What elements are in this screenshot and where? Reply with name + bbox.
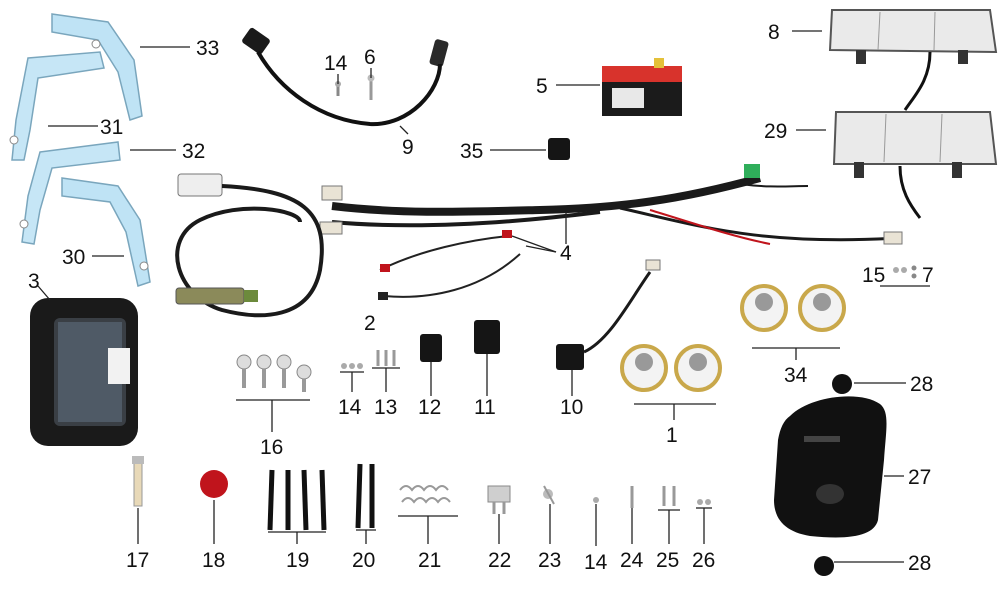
screw-set-14-mid (340, 363, 364, 373)
connector-22 (487, 485, 511, 514)
rubber-cap-28-bottom (814, 556, 834, 576)
callout-20: 20 (352, 549, 375, 572)
callout-2: 2 (364, 312, 376, 335)
callout-18: 18 (202, 549, 225, 572)
led-strip-32 (19, 141, 121, 245)
display-3 (30, 298, 138, 446)
fuel-cap-18 (200, 470, 228, 498)
wiring-harness-4 (319, 164, 903, 300)
callout-26: 26 (692, 549, 715, 572)
led-strip-33 (51, 13, 143, 121)
callout-28-bottom: 28 (908, 552, 931, 575)
leader-lines (37, 30, 906, 563)
tubes-19 (267, 469, 327, 531)
callout-5: 5 (536, 75, 548, 98)
callout-25: 25 (656, 549, 679, 572)
lamp-pair-35 (740, 284, 846, 349)
relay-12 (420, 334, 442, 396)
callout-23: 23 (538, 549, 561, 572)
callout-24: 24 (620, 549, 644, 572)
screw-14-bottom (593, 497, 599, 503)
screw-6 (367, 74, 375, 100)
callout-8: 8 (768, 21, 780, 44)
callout-30: 30 (62, 246, 85, 269)
callout-28-top: 28 (910, 373, 933, 396)
callout-labels: 33 31 32 30 3 14 6 9 5 35 8 29 4 2 15 7 … (28, 21, 934, 575)
ignition-coil-9 (242, 27, 449, 127)
callout-6: 6 (364, 46, 376, 69)
screw-set-16 (236, 354, 312, 401)
relay-10 (556, 259, 661, 396)
sensor-2 (175, 173, 324, 318)
callout-21: 21 (418, 549, 441, 572)
clip-23 (543, 485, 555, 505)
callout-17: 17 (126, 549, 149, 572)
callout-9: 9 (402, 136, 414, 159)
callout-14-bottom: 14 (584, 551, 608, 574)
screw-set-13 (372, 350, 400, 369)
callout-29: 29 (764, 120, 787, 143)
callout-35: 34 (784, 364, 808, 387)
relay-11 (474, 320, 500, 396)
callout-10: 10 (560, 396, 583, 419)
led-strip-31 (9, 51, 105, 161)
callout-14-top: 14 (324, 52, 348, 75)
callout-4: 4 (560, 242, 572, 265)
housing-27 (774, 396, 887, 538)
part-17 (132, 456, 144, 507)
battery-5 (602, 58, 682, 116)
rubber-cap-28-top (832, 374, 852, 394)
callout-11: 11 (474, 396, 496, 419)
module-34 (548, 138, 570, 160)
lamp-pair-1 (620, 344, 722, 405)
callout-12: 12 (418, 396, 441, 419)
callout-34: 35 (460, 140, 483, 163)
callout-1: 1 (666, 424, 678, 447)
callout-33: 33 (196, 37, 219, 60)
callout-16: 16 (260, 436, 283, 459)
callout-31: 31 (100, 116, 123, 139)
callout-19: 19 (286, 549, 309, 572)
lamp-8 (828, 9, 998, 111)
callout-15: 15 (862, 264, 885, 287)
lamp-29 (832, 111, 998, 219)
callout-3: 3 (28, 270, 40, 293)
led-strip-30 (61, 177, 151, 287)
tubes-20 (355, 463, 375, 529)
small-parts-15-7 (880, 265, 930, 287)
callout-27: 27 (908, 466, 931, 489)
screws-25 (662, 486, 676, 506)
callout-32: 32 (182, 140, 205, 163)
clips-21 (398, 485, 458, 517)
callout-14-mid: 14 (338, 396, 362, 419)
callout-13: 13 (374, 396, 397, 419)
callout-22: 22 (488, 549, 511, 572)
callout-7: 7 (922, 264, 934, 287)
washers-26 (697, 499, 711, 505)
